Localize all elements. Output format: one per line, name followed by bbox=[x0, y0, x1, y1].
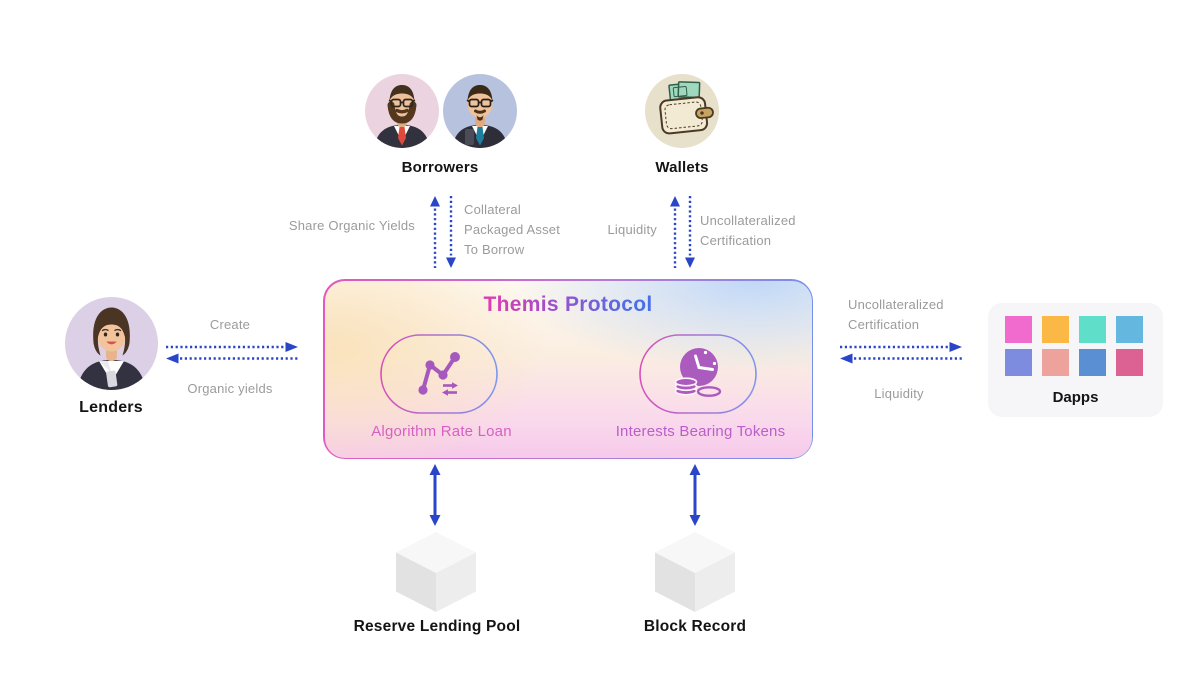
themis-protocol-box: Themis Protocol bbox=[323, 279, 813, 459]
uncollateralized-certification-wallets-label: Uncollateralized Certification bbox=[700, 213, 796, 248]
borrowers-up-arrow-icon bbox=[430, 196, 440, 268]
dapp-tile bbox=[1042, 349, 1069, 376]
protocol-title: Themis Protocol bbox=[325, 293, 812, 317]
block-record-double-arrow-icon bbox=[689, 464, 701, 526]
borrowers-down-arrow-icon bbox=[446, 196, 456, 268]
dapp-tile bbox=[1079, 316, 1106, 343]
block-record-label: Block Record bbox=[643, 618, 747, 635]
dapps-label: Dapps bbox=[1052, 389, 1099, 406]
organic-yields-label: Organic yields bbox=[187, 381, 273, 396]
reserve-lending-pool-cube-icon bbox=[396, 532, 476, 612]
clock-coins-icon bbox=[638, 333, 757, 414]
dapps-card: Dapps bbox=[988, 303, 1163, 417]
lenders-label: Lenders bbox=[79, 399, 143, 416]
collateral-packaged-asset-label: Collateral Packaged Asset To Borrow bbox=[464, 202, 561, 257]
liquidity-wallets-label: Liquidity bbox=[607, 222, 657, 237]
wallets-down-arrow-icon bbox=[685, 196, 695, 268]
dapp-tile bbox=[1116, 349, 1143, 376]
wallets-label: Wallets bbox=[655, 159, 709, 176]
create-label: Create bbox=[209, 317, 251, 332]
dapp-tile bbox=[1005, 349, 1032, 376]
lender-female-avatar-icon bbox=[65, 297, 158, 390]
share-organic-yields-label: Share Organic Yields bbox=[288, 218, 415, 233]
uncollateralized-certification-dapps-label: Uncollateralized Certification bbox=[848, 297, 944, 332]
reserve-lending-pool-label: Reserve Lending Pool bbox=[353, 618, 521, 635]
borrowers-label: Borrowers bbox=[401, 159, 479, 176]
interests-bearing-tokens-label: Interests Bearing Tokens bbox=[615, 422, 786, 440]
dapps-certification-arrows-icon bbox=[840, 342, 962, 364]
borrower-male-avatar-phone-icon bbox=[443, 74, 517, 148]
algorithm-rate-loan-label: Algorithm Rate Loan bbox=[371, 422, 512, 440]
rate-trend-swap-icon bbox=[379, 333, 498, 414]
wallet-icon bbox=[645, 74, 719, 148]
liquidity-dapps-label: Liquidity bbox=[874, 386, 924, 401]
themis-protocol-box-background: Themis Protocol bbox=[324, 280, 812, 458]
reserve-pool-double-arrow-icon bbox=[429, 464, 441, 526]
dapp-tile bbox=[1042, 316, 1069, 343]
dapp-tile bbox=[1116, 316, 1143, 343]
dapp-tile bbox=[1079, 349, 1106, 376]
borrower-male-avatar-icon bbox=[365, 74, 439, 148]
wallets-up-arrow-icon bbox=[670, 196, 680, 268]
dapp-tile bbox=[1005, 316, 1032, 343]
lenders-create-arrows-icon bbox=[166, 342, 298, 364]
block-record-cube-icon bbox=[655, 532, 735, 612]
